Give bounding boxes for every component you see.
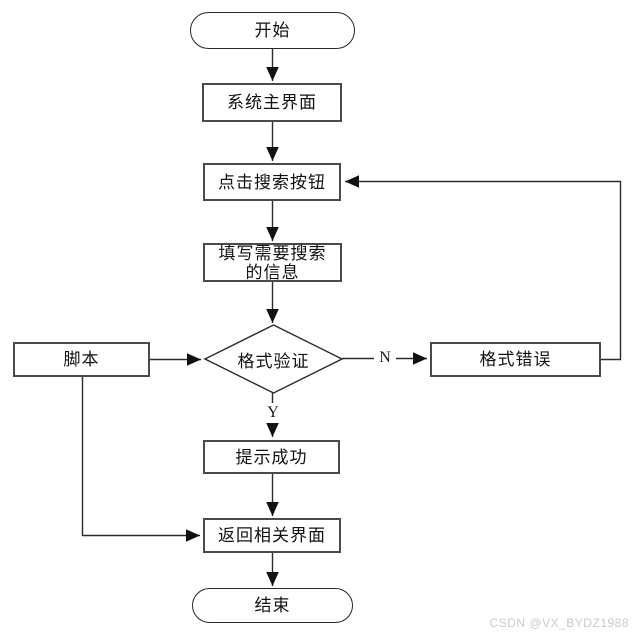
node-end: 结束 (192, 588, 353, 623)
node-return-ui: 返回相关界面 (203, 518, 341, 553)
edge-script-to-return (81, 377, 200, 542)
node-validate-label: 格式验证 (237, 351, 310, 371)
edge-error-loop-to-clicksearch (345, 175, 622, 361)
node-return-ui-label: 返回相关界面 (218, 526, 326, 545)
watermark-text: CSDN @VX_BYDZ1988 (489, 616, 629, 630)
node-system-main: 系统主界面 (202, 83, 342, 122)
node-success: 提示成功 (203, 440, 340, 474)
edge-label-yes: Y (263, 403, 283, 423)
node-start: 开始 (190, 12, 355, 49)
node-click-search-label: 点击搜索按钮 (218, 172, 326, 192)
edge-label-no: N (374, 348, 396, 368)
node-end-label: 结束 (254, 596, 291, 615)
decision-diamond-shape (203, 324, 344, 394)
node-start-label: 开始 (254, 21, 291, 40)
node-system-main-label: 系统主界面 (227, 93, 317, 112)
node-format-error: 格式错误 (430, 342, 601, 377)
node-fill-info: 填写需要搜索 的信息 (203, 243, 342, 282)
node-validate: 格式验证 (205, 325, 342, 393)
node-script-label: 脚本 (63, 350, 100, 369)
node-success-label: 提示成功 (235, 447, 308, 467)
node-fill-info-label: 填写需要搜索 的信息 (218, 243, 327, 282)
node-click-search: 点击搜索按钮 (203, 163, 341, 201)
node-format-error-label: 格式错误 (479, 350, 552, 369)
node-script: 脚本 (13, 342, 150, 377)
